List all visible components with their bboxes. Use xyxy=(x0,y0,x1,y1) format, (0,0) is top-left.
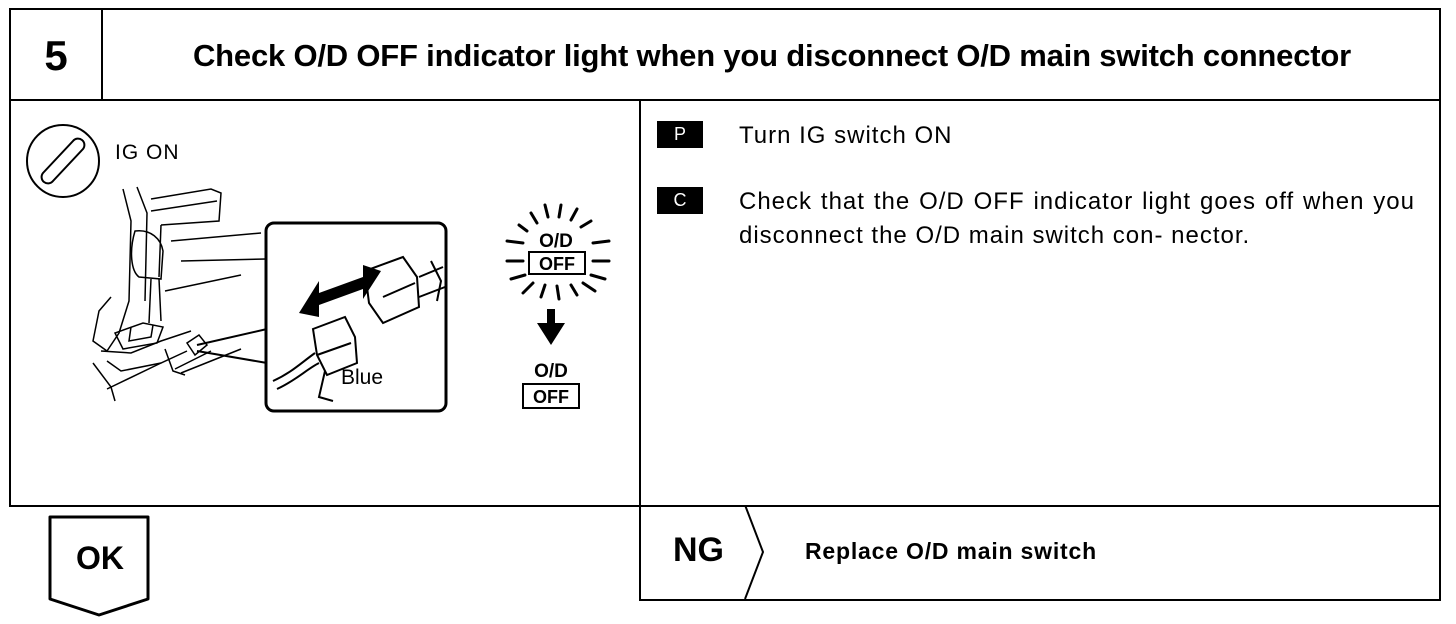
instructions-panel: P Turn IG switch ON C Check that the O/D… xyxy=(643,101,1439,505)
double-arrow-icon xyxy=(299,265,381,317)
light-rays-icon xyxy=(505,203,611,301)
console-drawing xyxy=(92,186,267,402)
ng-label: NG xyxy=(673,531,724,569)
step-title: Check O/D OFF indicator light when you d… xyxy=(193,37,1351,73)
instruction-check: C Check that the O/D OFF indicator light… xyxy=(657,185,1415,253)
connector-inset xyxy=(264,221,448,413)
blue-label: Blue xyxy=(341,366,383,389)
ig-on-label: IG ON xyxy=(115,141,180,164)
prepare-text: Turn IG switch ON xyxy=(739,122,953,149)
ok-arrow-shape xyxy=(48,515,150,617)
callout-line-upper xyxy=(196,328,268,346)
step-body: IG ON xyxy=(9,99,1441,507)
indicator-unlit-off: OFF xyxy=(533,387,569,407)
indicator-lit-off: OFF xyxy=(539,254,575,274)
ignition-key-icon xyxy=(26,124,100,198)
instruction-prepare: P Turn IG switch ON xyxy=(657,119,1415,153)
connector-illustration: IG ON xyxy=(26,124,611,413)
ok-label: OK xyxy=(76,540,124,576)
connector-drawing xyxy=(272,255,446,402)
ng-result-box: NG Replace O/D main switch xyxy=(639,505,1441,601)
step-header: 5 Check O/D OFF indicator light when you… xyxy=(9,8,1441,101)
prepare-badge: P xyxy=(657,121,703,148)
ng-action-text: Replace O/D main switch xyxy=(805,538,1097,564)
indicator-lit-box xyxy=(528,251,586,275)
ng-chevron-icon xyxy=(744,505,765,599)
down-arrow-icon xyxy=(537,309,565,345)
indicator-unlit-box xyxy=(522,383,580,409)
check-badge: C xyxy=(657,187,703,214)
indicator-lit-od: O/D xyxy=(539,231,573,252)
indicator-unlit-od: O/D xyxy=(534,361,568,382)
check-text: Check that the O/D OFF indicator light g… xyxy=(739,188,1415,249)
callout-line-lower xyxy=(196,350,268,364)
step-number: 5 xyxy=(11,10,103,101)
illustration-panel: IG ON xyxy=(11,101,641,505)
